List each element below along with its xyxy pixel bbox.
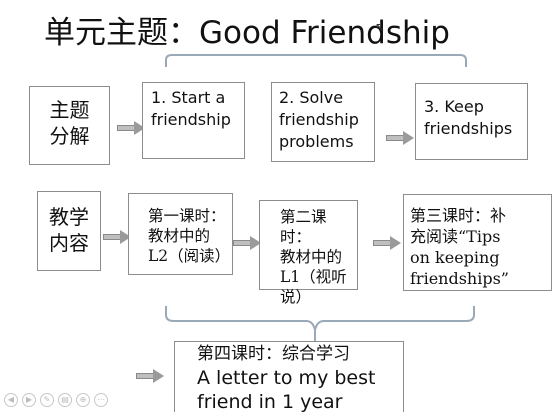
label-line: 内容 (49, 231, 89, 255)
box-line: 第三课时：补 (410, 206, 507, 225)
pen-icon[interactable]: ✎ (40, 393, 54, 407)
label-teaching-content: 教学 内容 (37, 191, 101, 271)
label-line: 分解 (49, 124, 90, 148)
box-line: L1（视听 (280, 268, 347, 286)
more-icon[interactable]: ⋯ (94, 393, 108, 407)
right-arrow-icon (233, 236, 261, 250)
box-line: 第四课时：综合学习 (197, 344, 350, 364)
box-line: friend in 1 year (197, 391, 343, 412)
box-line: friendships (424, 119, 513, 138)
box-line: 教材中的 (280, 248, 343, 266)
right-arrow-icon (373, 236, 401, 250)
slides-icon[interactable]: ▤ (58, 393, 72, 407)
right-arrow-icon (136, 369, 164, 383)
lesson-box-3: 第三课时：补 充阅读“Tips on keeping friendships” (403, 194, 552, 291)
lesson-box-1: 第一课时： 教材中的 L2（阅读） (128, 193, 233, 275)
label-line: 教学 (49, 205, 89, 229)
topic-box-keep: 3. Keep friendships (415, 83, 528, 160)
slide-title: 单元主题：Good Friendship (44, 15, 450, 51)
lesson-box-4: 第四课时：综合学习 A letter to my best friend in … (174, 341, 404, 412)
zoom-icon[interactable]: ⊕ (76, 393, 90, 407)
lesson-box-2: 第二课时： 教材中的 L1（视听 说） (259, 200, 358, 306)
box-line: A letter to my best (197, 367, 376, 389)
box-line: friendships” (410, 269, 509, 288)
box-line: 第一课时： (148, 207, 226, 225)
right-arrow-icon (117, 121, 145, 135)
box-line: friendship (279, 110, 359, 129)
box-line: 教材中的 (148, 227, 211, 245)
right-arrow-icon (386, 131, 414, 145)
box-line: L2（阅读） (148, 247, 231, 265)
box-line: problems (279, 132, 354, 151)
mouse-cursor-icon: ↖ (375, 20, 386, 34)
label-topic-breakdown: 主题 分解 (29, 86, 110, 165)
box-line: 第二课时： (280, 208, 327, 246)
box-line: 充阅读“Tips (410, 227, 501, 246)
right-arrow-icon (103, 230, 131, 244)
label-line: 主题 (49, 98, 90, 122)
topic-box-start: 1. Start a friendship (142, 82, 245, 159)
topic-box-solve: 2. Solve friendship problems (271, 82, 375, 162)
box-line: 1. Start a (151, 88, 226, 107)
prev-icon[interactable]: ◀ (4, 393, 18, 407)
box-line: on keeping (410, 248, 500, 267)
box-line: 2. Solve (279, 88, 344, 107)
next-icon[interactable]: ▶ (22, 393, 36, 407)
box-line: 3. Keep (424, 97, 484, 116)
box-line: friendship (151, 110, 231, 129)
box-line: 说） (280, 288, 312, 306)
